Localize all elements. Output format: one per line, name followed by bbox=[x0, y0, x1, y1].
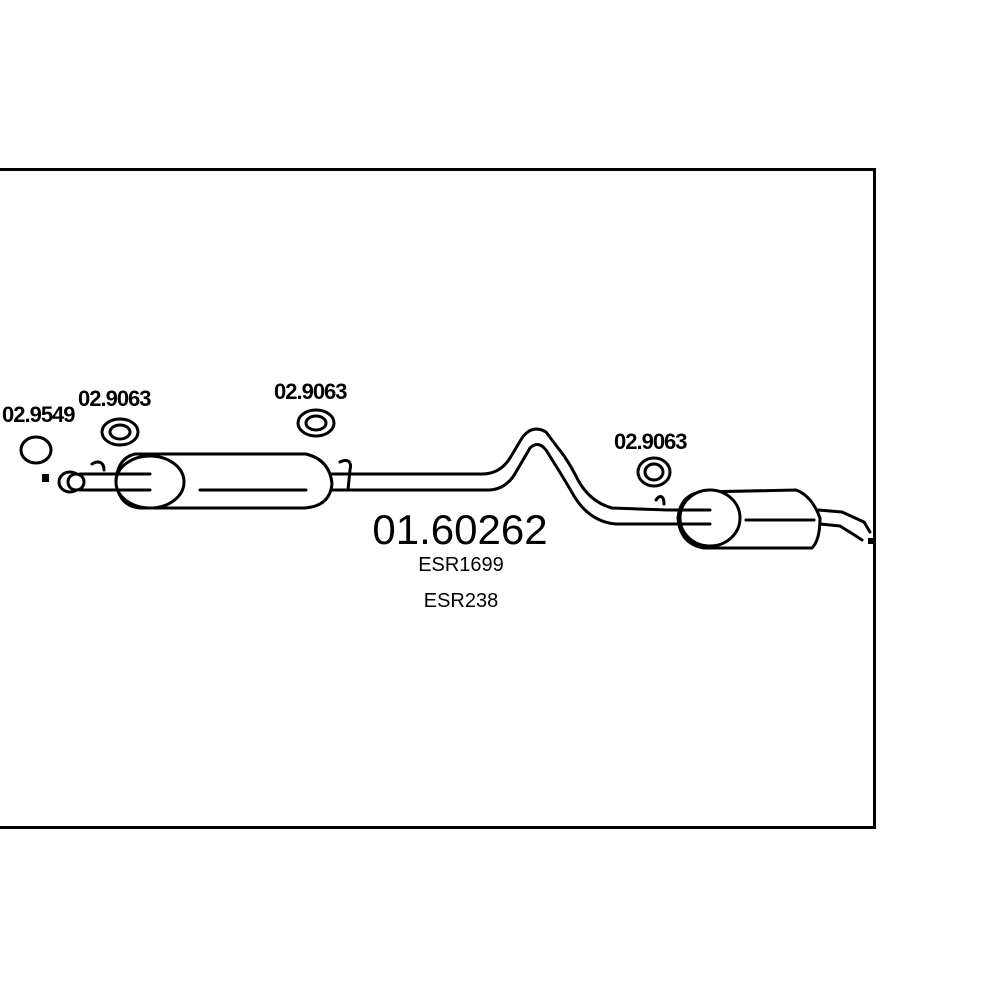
front-flange-ring-icon bbox=[66, 472, 86, 492]
ref-label-gasket: 02.9549 bbox=[2, 402, 75, 427]
cross-reference-2: ESR238 bbox=[424, 590, 499, 612]
front-hanger bbox=[90, 460, 106, 472]
rear-hanger bbox=[654, 495, 666, 506]
cross-reference-1: ESR1699 bbox=[418, 554, 504, 576]
rubber-mount-icon bbox=[100, 417, 140, 447]
part-number: 01.60262 bbox=[372, 506, 547, 553]
gasket-ring-icon bbox=[19, 435, 53, 465]
tail-pipe bbox=[816, 508, 872, 542]
connecting-pipe-bottom bbox=[330, 443, 670, 526]
ref-label-mount-3: 02.9063 bbox=[614, 429, 687, 454]
diagram-frame bbox=[0, 168, 876, 829]
connecting-pipe-top bbox=[330, 427, 670, 512]
front-bolt bbox=[42, 474, 49, 482]
rear-muffler bbox=[676, 488, 822, 550]
tail-pipe-tip bbox=[868, 538, 874, 544]
rear-inlet-pipe bbox=[666, 508, 712, 526]
ref-label-mount-1: 02.9063 bbox=[78, 386, 151, 411]
rubber-mount-icon bbox=[296, 408, 336, 438]
middle-hanger bbox=[338, 458, 352, 492]
ref-label-mount-2: 02.9063 bbox=[274, 379, 347, 404]
rubber-mount-icon bbox=[636, 456, 672, 488]
rear-muffler-end-cap bbox=[678, 488, 742, 548]
middle-muffler-end-cap bbox=[114, 454, 186, 510]
inlet-pipe bbox=[94, 472, 152, 492]
